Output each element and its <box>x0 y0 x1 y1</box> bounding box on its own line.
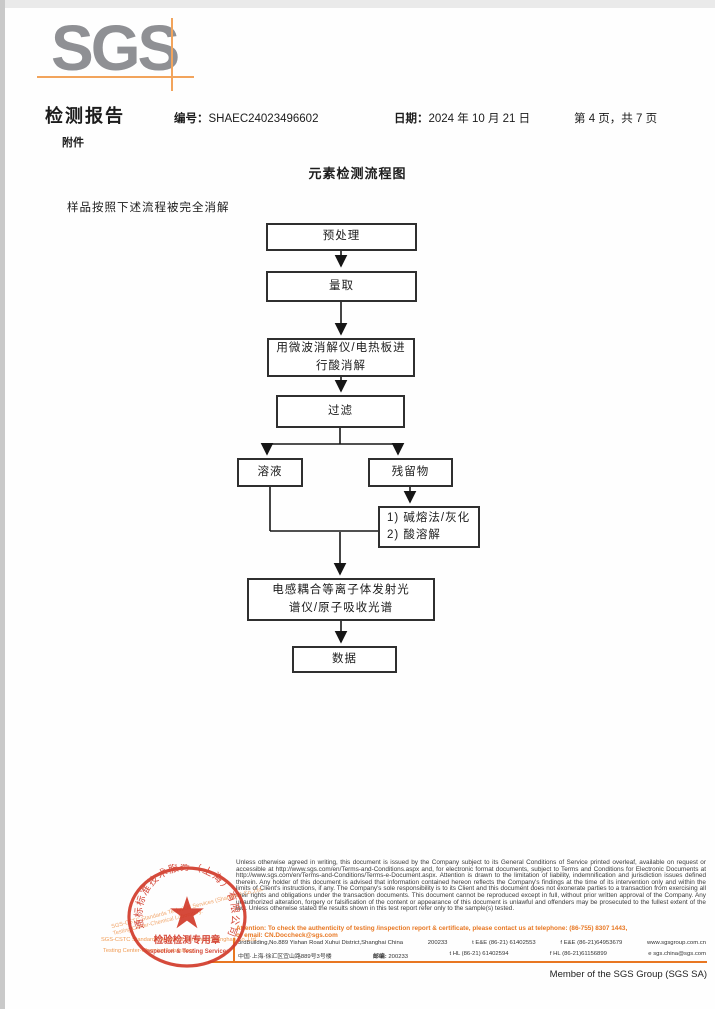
address-cn: 中国·上海·徐汇区宜山路889号3号楼 <box>238 954 332 960</box>
page-indicator: 第 4 页，共 7 页 <box>574 113 658 125</box>
authenticity-notice: Attention: To check the authenticity of … <box>236 925 706 940</box>
address-en: 3rdBuilding,No.889 Yishan Road Xuhui Dis… <box>238 940 404 946</box>
report-number: 编号：SHAEC24023496602 <box>174 110 318 126</box>
flow-node-label: 2) 酸溶解 <box>387 529 441 541</box>
footer-orange-rule <box>208 961 707 963</box>
attachment-label: 附件 <box>62 137 84 149</box>
report-date-value: 2024 年 10 月 21 日 <box>428 113 531 125</box>
flow-node-label: 1) 碱熔法/灰化 <box>387 511 471 524</box>
fax-hl: f HL (86-21)61156899 <box>549 951 607 957</box>
report-number-label: 编号： <box>174 113 209 125</box>
authenticity-notice-line1: Attention: To check the authenticity of … <box>236 925 628 932</box>
postcode-value: 200233 <box>388 954 409 960</box>
flow-node-label: 谱仪/原子吸收光谱 <box>288 601 394 614</box>
report-date: 日期：2024 年 10 月 21 日 <box>394 110 530 126</box>
address-row-en: 3rdBuilding,No.889 Yishan Road Xuhui Dis… <box>238 940 706 946</box>
scan-edge-top <box>0 0 715 8</box>
flow-node-label: 数据 <box>332 652 357 665</box>
fax-ee: f E&E (86-21)64953679 <box>560 940 623 946</box>
logo-vertical-line <box>171 18 173 91</box>
address-row-cn: 中国·上海·徐汇区宜山路889号3号楼 邮编: 200233 t HL (86-… <box>238 951 706 960</box>
phone-ee: t E&E (86-21) 61402553 <box>472 940 536 946</box>
report-title: 检测报告 <box>45 106 125 126</box>
flow-node-solution: 溶液 <box>237 458 303 487</box>
authenticity-notice-line2: or email: CN.Doccheck@sgs.com <box>236 931 338 939</box>
flowchart-intro: 样品按照下述流程被完全消解 <box>67 202 230 214</box>
flow-node-label: 行酸消解 <box>316 359 366 372</box>
phone-hl: t HL (86-21) 61402594 <box>449 951 509 957</box>
flow-node-residue: 残留物 <box>368 458 453 487</box>
flow-node-label: 电感耦合等离子体发射光 <box>272 584 410 597</box>
scan-edge-left <box>0 0 5 1009</box>
flow-node-icp-aas: 电感耦合等离子体发射光 谱仪/原子吸收光谱 <box>247 578 435 621</box>
website: www.sgsgroup.com.cn <box>647 940 706 946</box>
company-name-line2: Testing Center-Chemical Laboratory. <box>103 948 196 954</box>
flow-node-acid-digestion: 用微波消解仪/电热板进 行酸消解 <box>267 338 415 377</box>
address-divider <box>233 938 235 963</box>
postcode-cn: 邮编: 200233 <box>373 951 408 960</box>
flow-node-pretreatment: 预处理 <box>266 223 417 251</box>
flow-node-data: 数据 <box>292 646 397 673</box>
flow-node-filter: 过滤 <box>276 395 405 428</box>
legal-disclaimer: Unless otherwise agreed in writing, this… <box>236 859 706 913</box>
postcode-en: 200233 <box>427 940 448 946</box>
flow-node-alkali-ash: 1) 碱熔法/灰化 2) 酸溶解 <box>378 506 480 548</box>
postcode-label: 邮编: <box>373 954 387 960</box>
flow-node-label: 残留物 <box>391 465 430 478</box>
inspection-stamp: 通标标准技术服务（上海）有限公司 ★ 检验检测专用章 Inspection & … <box>127 864 247 968</box>
report-number-value: SHAEC24023496602 <box>208 113 319 125</box>
flowchart-title: 元素检测流程图 <box>308 166 407 181</box>
report-date-label: 日期： <box>394 113 429 125</box>
sgs-membership-note: Member of the SGS Group (SGS SA) <box>549 969 707 980</box>
star-icon: ★ <box>167 889 206 938</box>
flow-node-label: 预处理 <box>322 230 361 243</box>
stamp-purpose-text: 检验检测专用章 <box>154 934 221 946</box>
email: e sgs.china@sgs.com <box>648 951 706 957</box>
flow-node-label: 过滤 <box>328 404 353 417</box>
sgs-logo: SGS <box>51 12 180 84</box>
company-name-line1: SGS-CSTC Standards Technical Services (S… <box>101 937 258 943</box>
logo-horizontal-line <box>37 76 194 78</box>
stamp-english-text: Inspection & Testing Services <box>145 949 231 955</box>
flow-node-measure: 量取 <box>266 271 417 302</box>
flow-node-label: 用微波消解仪/电热板进 <box>276 342 406 355</box>
flow-node-label: 量取 <box>329 279 354 292</box>
flow-node-label: 溶液 <box>257 465 283 478</box>
